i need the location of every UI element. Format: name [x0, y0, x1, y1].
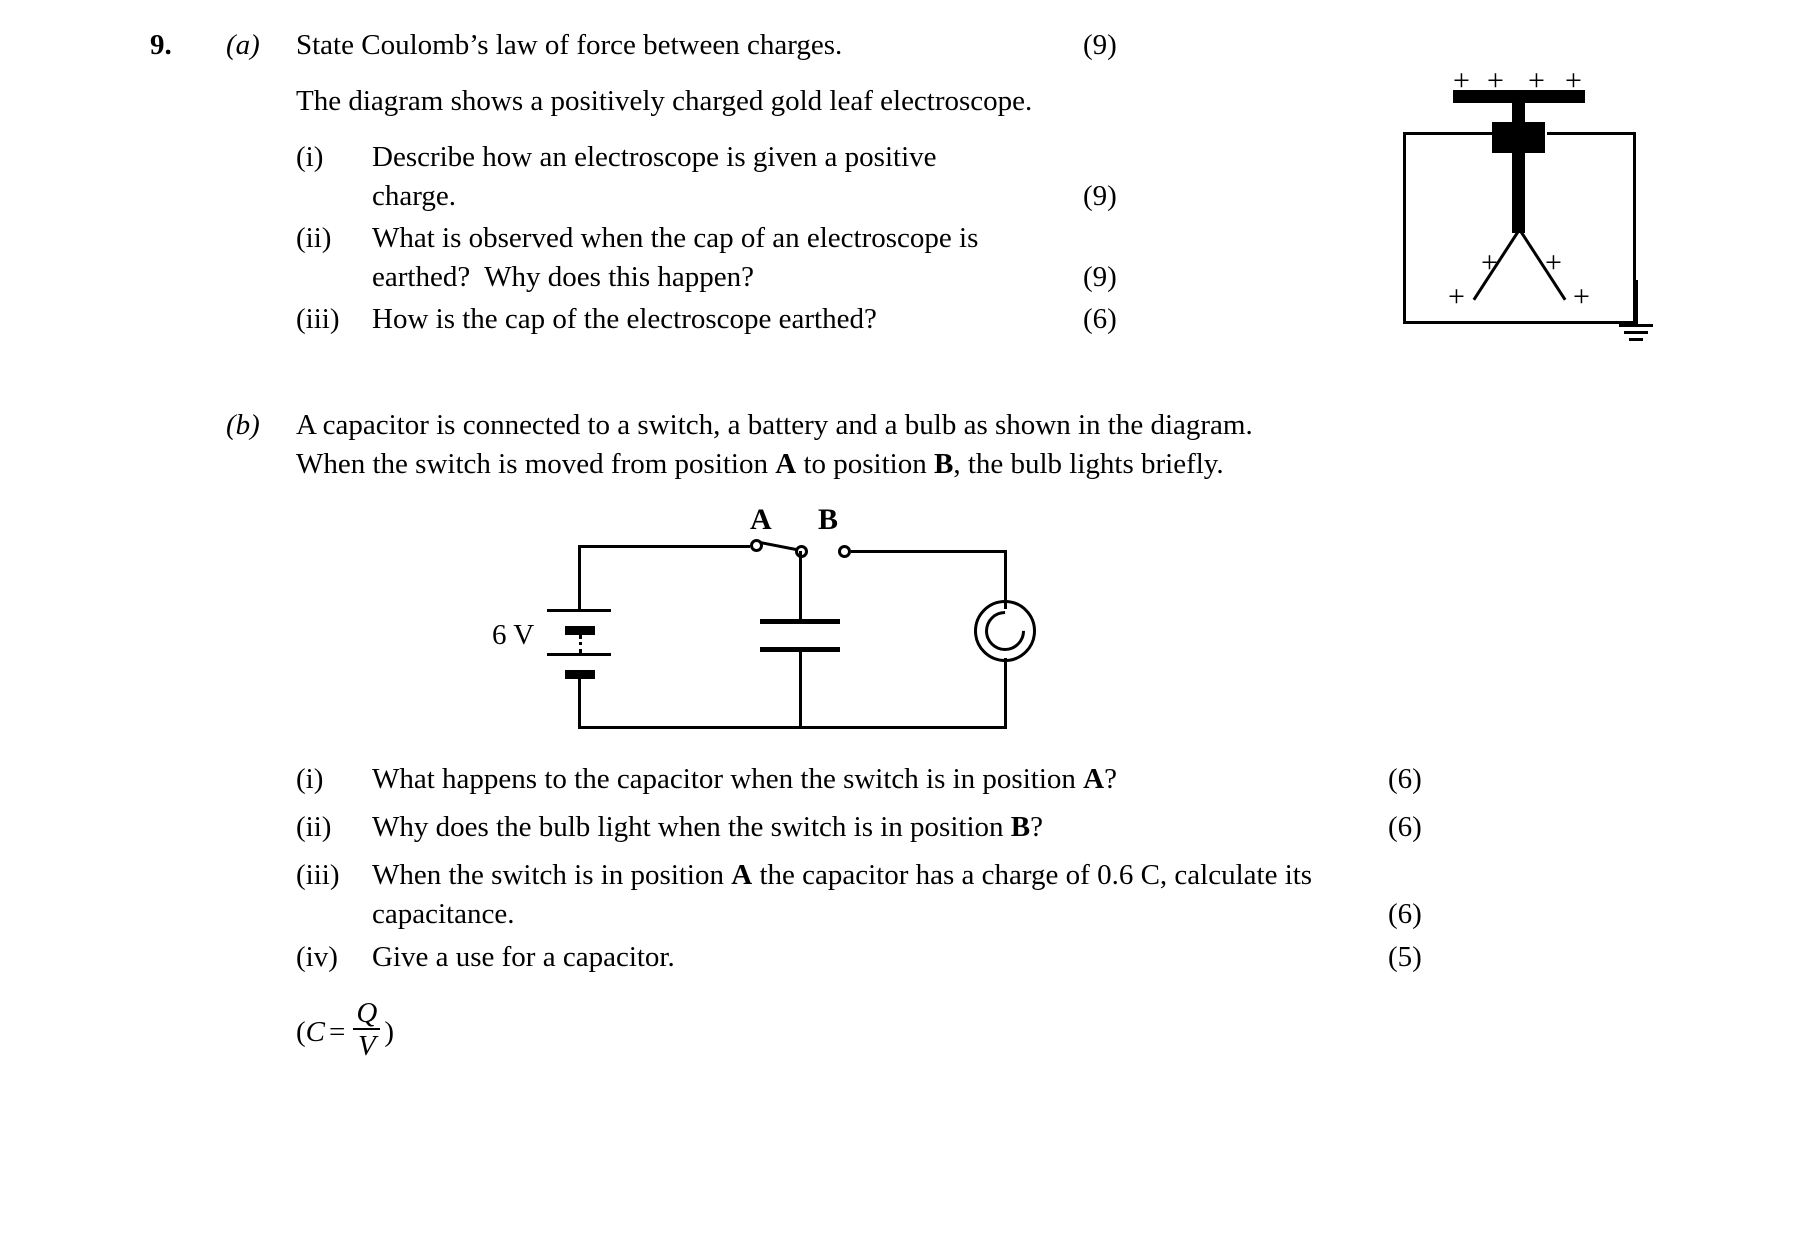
electroscope-leaf-charge-3: + — [1573, 280, 1590, 313]
part-b-item-2-post: the capacitor has a charge of 0.6 C, cal… — [752, 859, 1313, 891]
part-a-item-1-num: (ii) — [296, 222, 332, 254]
capacitor-plate-bottom — [760, 647, 840, 652]
part-b-item-0-text: What happens to the capacitor when the s… — [372, 760, 1117, 798]
earth-ground-icon-stem — [1635, 280, 1638, 326]
electroscope-insulating-block — [1492, 122, 1545, 153]
electroscope-cap-charge-2: + — [1528, 64, 1545, 97]
wire-battery-top — [578, 545, 581, 611]
capacitor-circuit-diagram: A B 6 V — [492, 503, 1080, 745]
formula-fraction-bar — [353, 1028, 381, 1030]
part-b-item-2-line2: capacitance. — [372, 898, 515, 930]
earth-ground-icon-bar-2 — [1624, 331, 1648, 334]
formula-fraction: Q V — [353, 997, 381, 1062]
part-b-intro-line2: When the switch is moved from position A… — [296, 445, 1224, 483]
wire-bottom-rail — [578, 726, 1007, 729]
battery-repeat-dots — [579, 635, 582, 653]
electroscope-cap-plate — [1453, 90, 1585, 103]
part-b-item-3-num: (iv) — [296, 941, 338, 973]
part-a-item-0-line1: Describe how an electroscope is given a … — [372, 141, 937, 173]
part-b-item-3-text: Give a use for a capacitor. — [372, 941, 675, 973]
wire-top-left — [578, 545, 750, 548]
formula-numerator: Q — [356, 997, 378, 1029]
earth-ground-icon-bar-1 — [1619, 324, 1653, 327]
electroscope-case-top-right — [1547, 132, 1636, 135]
wire-capacitor-bottom — [799, 652, 802, 729]
part-a-item-2-marks: (6) — [1083, 303, 1117, 335]
electroscope-leaf-charge-1: + — [1545, 246, 1562, 279]
part-a-item-2-num: (iii) — [296, 303, 340, 335]
part-b-intro-line2-post: , the bulb lights briefly. — [953, 448, 1224, 480]
electroscope-case — [1403, 132, 1636, 324]
electroscope-cap-charge-0: + — [1453, 64, 1470, 97]
wire-top-right — [851, 550, 1007, 553]
part-b-item-0-num: (i) — [296, 763, 324, 795]
part-b-intro-line1: A capacitor is connected to a switch, a … — [296, 409, 1253, 441]
switch-contact-a[interactable] — [750, 539, 763, 552]
electroscope-leaf-charge-2: + — [1448, 280, 1465, 313]
part-b-item-1-post: ? — [1030, 811, 1043, 843]
wire-capacitor-top — [799, 551, 802, 619]
part-b-item-2-text: When the switch is in position A the cap… — [372, 856, 1312, 894]
part-a-stem: State Coulomb’s law of force between cha… — [296, 29, 843, 61]
part-b-item-0-post: ? — [1104, 763, 1117, 795]
part-a-item-0-num: (i) — [296, 141, 324, 173]
part-b-item-1-text: Why does the bulb light when the switch … — [372, 808, 1043, 846]
electroscope-cap-charge-3: + — [1565, 64, 1582, 97]
switch-contact-b[interactable] — [838, 545, 851, 558]
part-b-intro-line2-a: A — [775, 448, 797, 480]
wire-bulb-top — [1004, 550, 1007, 609]
part-b-item-2-num: (iii) — [296, 859, 340, 891]
part-b-item-2-pre: When the switch is in position — [372, 859, 732, 891]
part-a-item-1-line2: earthed? Why does this happen? — [372, 261, 754, 293]
part-b-intro-line2-pre: When the switch is moved from position — [296, 448, 776, 480]
part-a-item-1-line1: What is observed when the cap of an elec… — [372, 222, 979, 254]
earth-ground-icon-bar-3 — [1629, 338, 1643, 341]
part-b-item-1-marks: (6) — [1388, 811, 1422, 843]
switch-blade[interactable] — [759, 541, 800, 552]
formula-close-paren: ) — [384, 1015, 394, 1048]
part-b-item-1-bold: B — [1010, 811, 1031, 843]
part-a-stem-marks: (9) — [1083, 29, 1117, 61]
part-b-item-3-marks: (5) — [1388, 941, 1422, 973]
part-b-item-0-bold: A — [1083, 763, 1105, 795]
part-b-item-2-bold: A — [731, 859, 753, 891]
part-a-label: (a) — [226, 29, 260, 61]
battery-plate-long-2 — [547, 653, 611, 656]
battery-plate-long-1 — [547, 609, 611, 612]
electroscope-leaf-charge-0: + — [1481, 246, 1498, 279]
formula-c-symbol: C — [305, 1015, 326, 1048]
part-b-item-0-marks: (6) — [1388, 763, 1422, 795]
battery-plate-short-2 — [565, 670, 595, 679]
capacitance-formula: (C= Q V ) — [296, 997, 394, 1064]
part-b-intro-line2-mid: to position — [796, 448, 934, 480]
part-a-intro: The diagram shows a positively charged g… — [296, 85, 1033, 117]
capacitor-plate-top — [760, 619, 840, 624]
part-a-item-0-marks: (9) — [1083, 180, 1117, 212]
electroscope-rod-lower — [1512, 153, 1525, 233]
part-a-item-1-marks: (9) — [1083, 261, 1117, 293]
formula-denominator: V — [357, 1030, 376, 1062]
part-b-intro-line2-b: B — [933, 448, 954, 480]
part-b-item-2-marks: (6) — [1388, 898, 1422, 930]
formula-equals: = — [329, 1015, 346, 1048]
part-b-label: (b) — [226, 409, 260, 441]
formula-open-paren: ( — [296, 1015, 306, 1048]
switch-label-a: A — [750, 503, 772, 536]
switch-label-b: B — [818, 503, 839, 536]
part-b-item-1-num: (ii) — [296, 811, 332, 843]
question-number: 9. — [150, 29, 172, 61]
battery-voltage-label: 6 V — [492, 619, 535, 651]
part-b-item-1-pre: Why does the bulb light when the switch … — [372, 811, 1011, 843]
part-a-item-2-line1: How is the cap of the electroscope earth… — [372, 303, 877, 335]
electroscope-cap-charge-1: + — [1487, 64, 1504, 97]
electroscope-case-top-left — [1403, 132, 1493, 135]
part-b-item-0-pre: What happens to the capacitor when the s… — [372, 763, 1084, 795]
part-a-item-0-line2: charge. — [372, 180, 456, 212]
battery-plate-short-1 — [565, 626, 595, 635]
electroscope-diagram: + + + + + + + + — [1395, 60, 1755, 350]
wire-bulb-bottom — [1004, 658, 1007, 729]
wire-battery-bottom — [578, 677, 581, 729]
